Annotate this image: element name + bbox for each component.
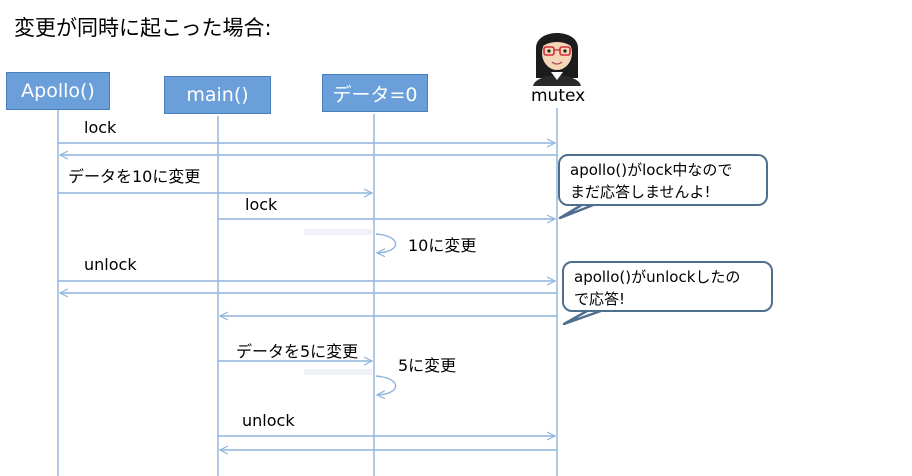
activation-bar-5 xyxy=(304,369,372,375)
speech-bubble-busy-line2: まだ応答しませんよ! xyxy=(570,183,711,201)
speech-bubble-busy: apollo()がlock中なので まだ応答しませんよ! xyxy=(558,154,768,206)
speech-bubble-ok: apollo()がunlockしたの で応答! xyxy=(562,261,773,312)
message-lock-1: lock xyxy=(84,118,117,137)
message-unlock-1: unlock xyxy=(84,255,137,274)
self-loop-5 xyxy=(376,375,397,395)
actor-data: データ=0 xyxy=(322,74,428,112)
self-loop-10 xyxy=(376,233,397,253)
actor-mutex-label: mutex xyxy=(531,86,586,106)
actor-main-label: main() xyxy=(186,84,249,106)
speech-bubble-ok-line2: で応答! xyxy=(574,290,626,308)
message-changed-5: 5に変更 xyxy=(398,356,457,375)
message-set-10: データを10に変更 xyxy=(68,167,201,186)
actor-apollo-label: Apollo() xyxy=(21,80,95,102)
speech-bubble-ok-line1: apollo()がunlockしたの xyxy=(574,268,741,286)
message-lock-2: lock xyxy=(245,195,278,214)
message-set-5: データを5に変更 xyxy=(236,342,359,361)
diagram-title: 変更が同時に起こった場合: xyxy=(14,16,272,40)
actor-main: main() xyxy=(164,76,271,114)
message-unlock-2: unlock xyxy=(242,411,295,430)
actor-apollo: Apollo() xyxy=(6,72,110,110)
speech-bubble-busy-line1: apollo()がlock中なので xyxy=(570,161,733,179)
activation-bar-10 xyxy=(304,229,372,235)
message-changed-10: 10に変更 xyxy=(408,236,477,255)
actor-data-label: データ=0 xyxy=(332,83,418,106)
mutex-avatar-icon xyxy=(533,33,581,86)
